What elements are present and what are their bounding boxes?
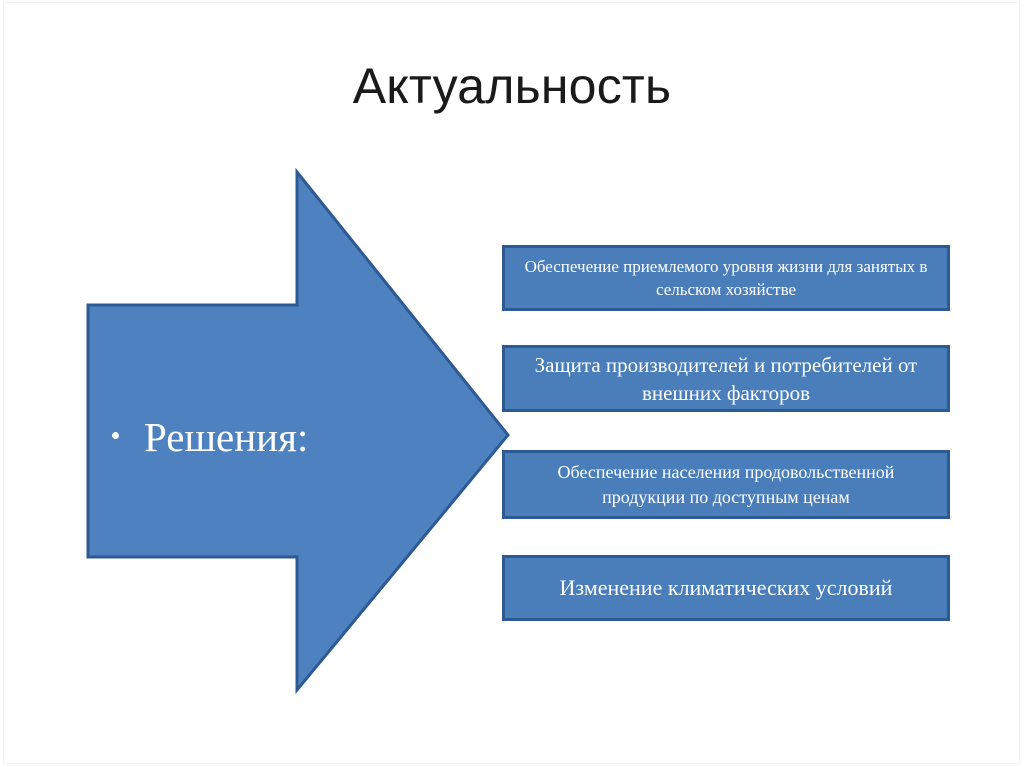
info-box-1[interactable]: Обеспечение приемлемого уровня жизни для… bbox=[502, 245, 950, 311]
arrow-polygon bbox=[86, 167, 510, 695]
info-box-1-text: Обеспечение приемлемого уровня жизни для… bbox=[524, 257, 928, 299]
info-box-3-text: Обеспечение населения продовольственной … bbox=[557, 461, 895, 507]
info-box-3[interactable]: Обеспечение населения продовольственной … bbox=[502, 450, 950, 519]
arrow-label: Решения: bbox=[144, 414, 309, 460]
arrow-text-block: Решения: bbox=[112, 402, 412, 472]
page-title: Актуальность bbox=[352, 58, 672, 114]
info-box-4[interactable]: Изменение климатических условий bbox=[502, 555, 950, 621]
info-box-2[interactable]: Защита производителей и потребителей от … bbox=[502, 345, 950, 412]
bullet-icon bbox=[112, 431, 119, 439]
info-box-2-text: Защита производителей и потребителей от … bbox=[534, 352, 918, 405]
right-pointing-arrow[interactable] bbox=[84, 167, 512, 695]
info-box-4-text: Изменение климатических условий bbox=[559, 575, 893, 600]
